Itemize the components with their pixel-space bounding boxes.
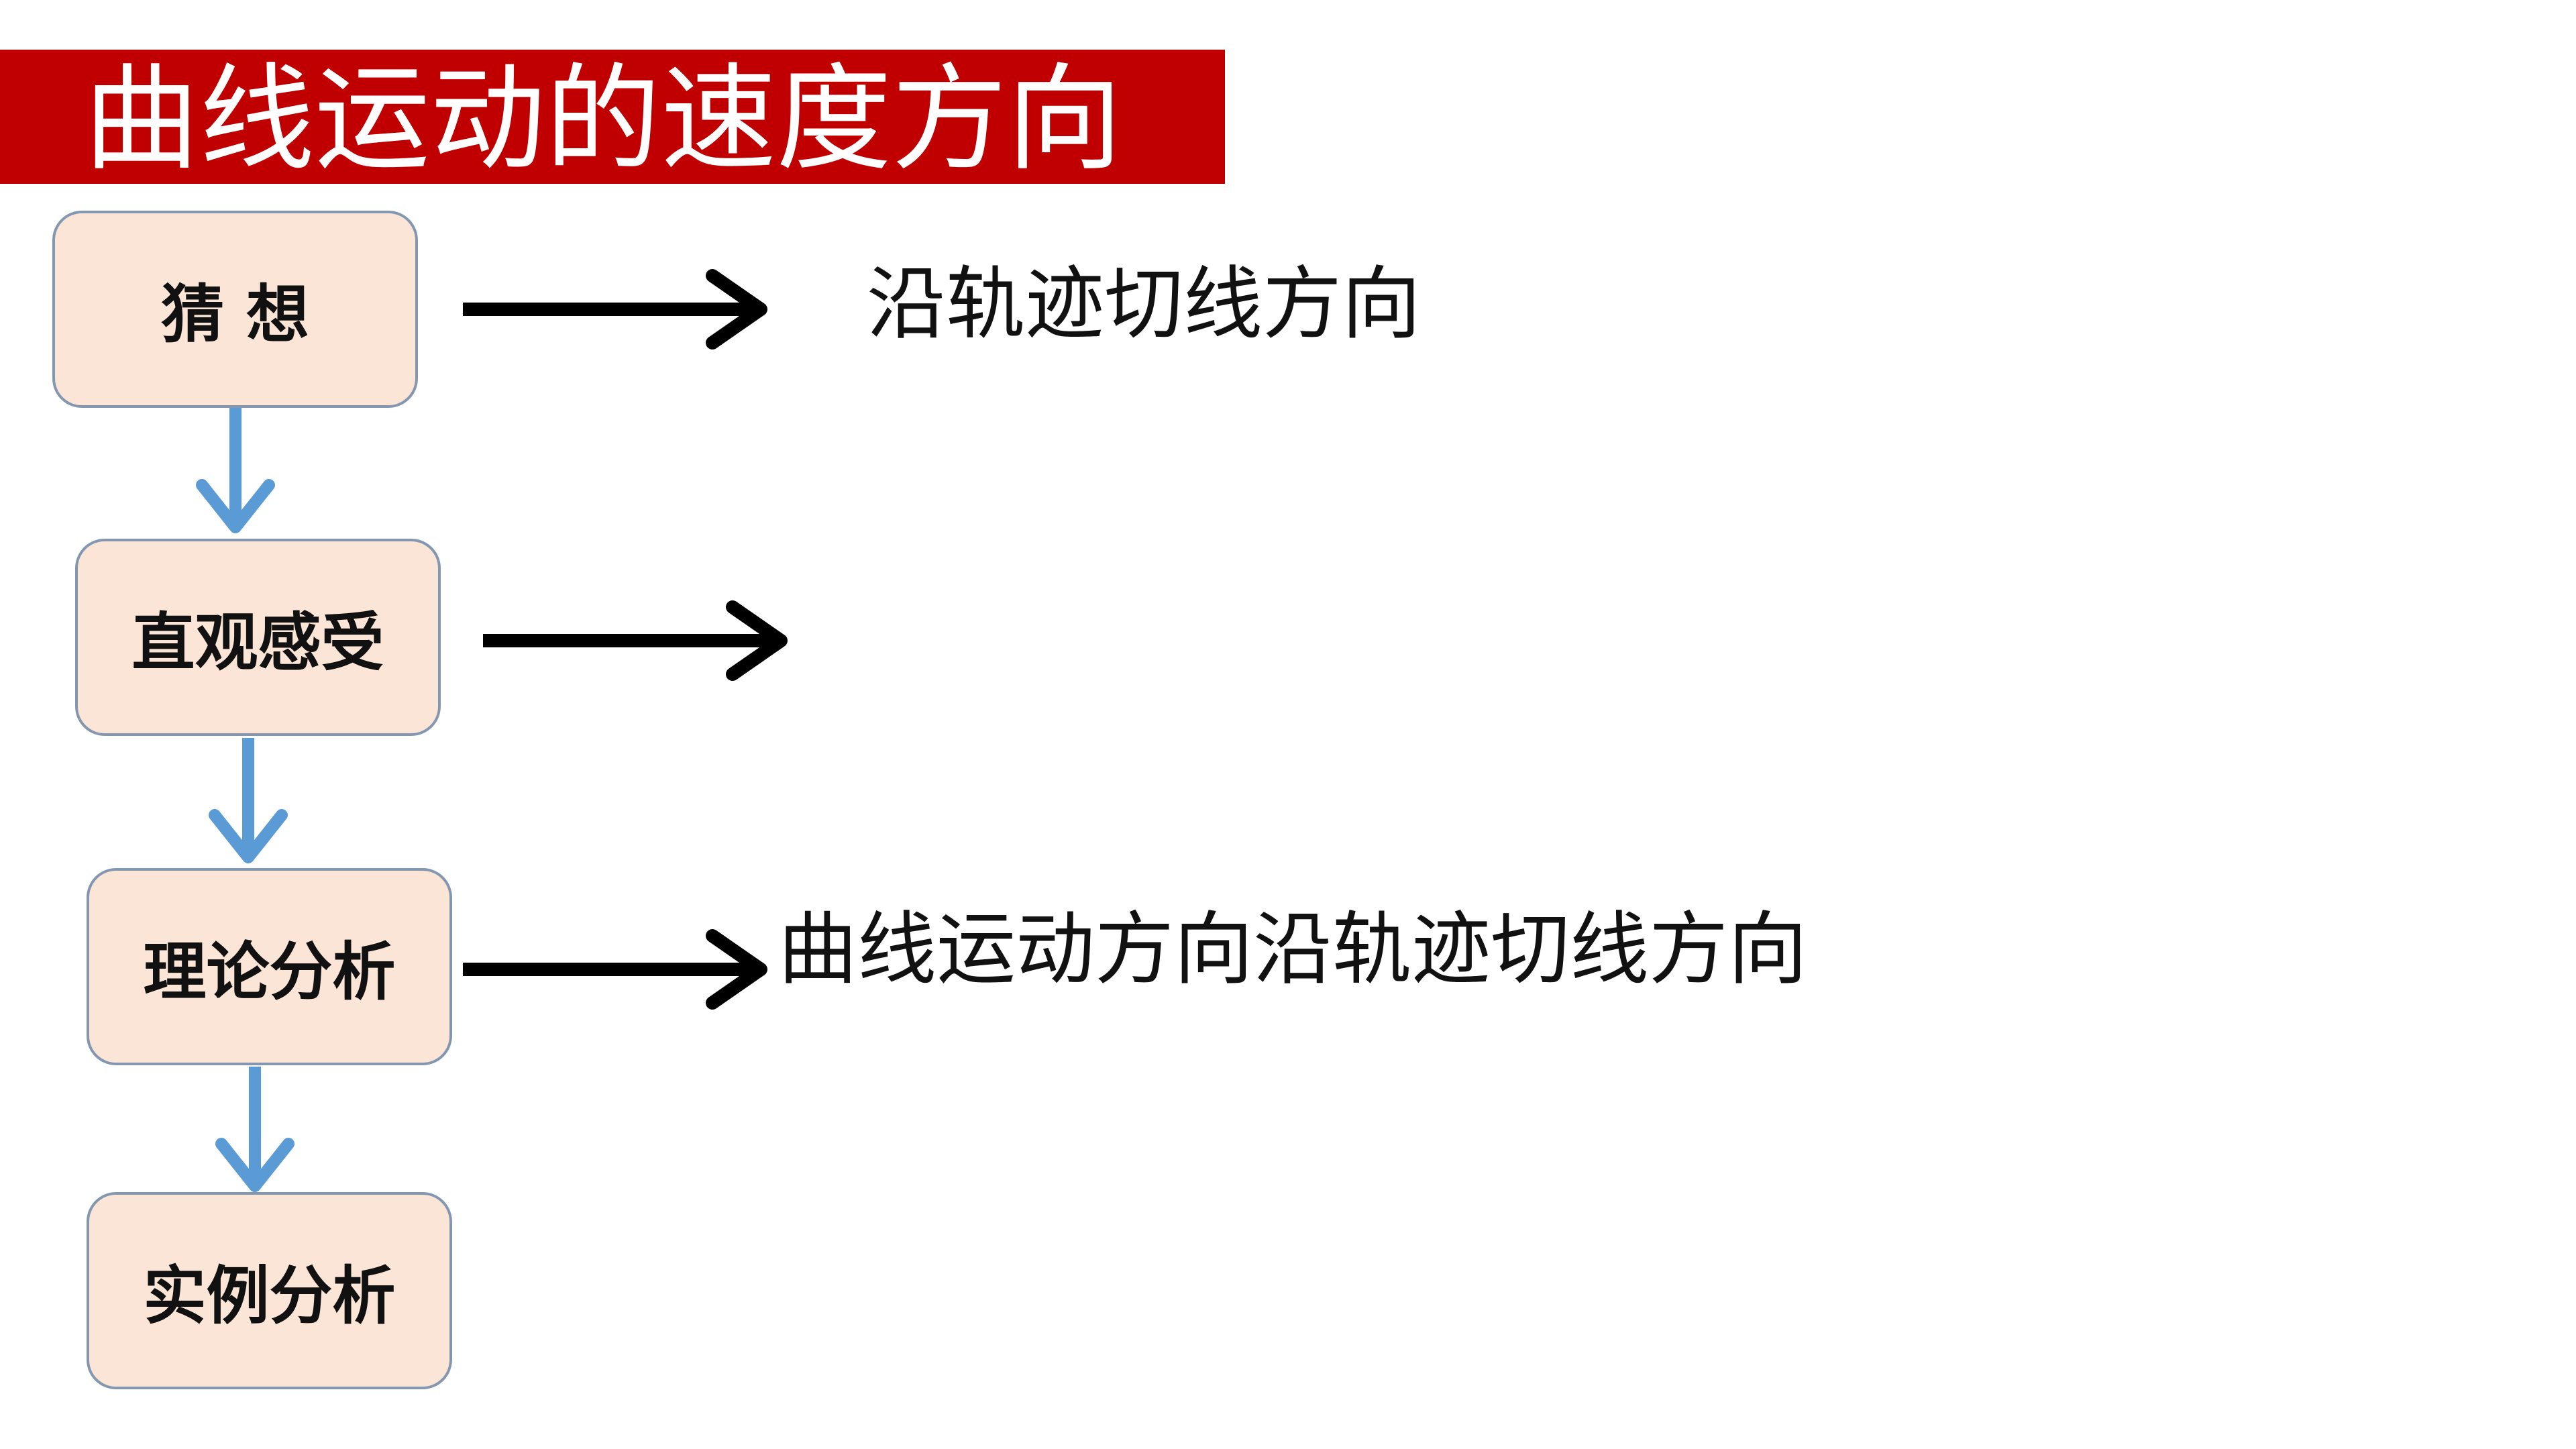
right-arrow-icon bbox=[463, 269, 767, 350]
step-box-theory: 理论分析 bbox=[87, 868, 452, 1065]
result-theory: 曲线运动方向沿轨迹切线方向 bbox=[778, 903, 1808, 996]
step-label-guess: 猜 想 bbox=[161, 278, 309, 352]
down-arrow-icon bbox=[196, 408, 275, 533]
step-box-guess: 猜 想 bbox=[52, 211, 418, 408]
down-arrow-icon bbox=[209, 738, 288, 863]
down-arrow-icon bbox=[215, 1067, 294, 1192]
slide-title: 曲线运动的速度方向 bbox=[84, 52, 1122, 186]
right-arrow-icon bbox=[463, 929, 767, 1010]
title-banner: 曲线运动的速度方向 bbox=[0, 50, 1225, 184]
right-arrow-icon bbox=[483, 600, 788, 681]
result-guess: 沿轨迹切线方向 bbox=[867, 258, 1421, 350]
step-box-intuition: 直观感受 bbox=[75, 539, 441, 736]
step-box-example: 实例分析 bbox=[87, 1192, 452, 1389]
step-label-intuition: 直观感受 bbox=[131, 606, 384, 680]
step-label-theory: 理论分析 bbox=[143, 936, 396, 1009]
step-label-example: 实例分析 bbox=[143, 1260, 396, 1333]
